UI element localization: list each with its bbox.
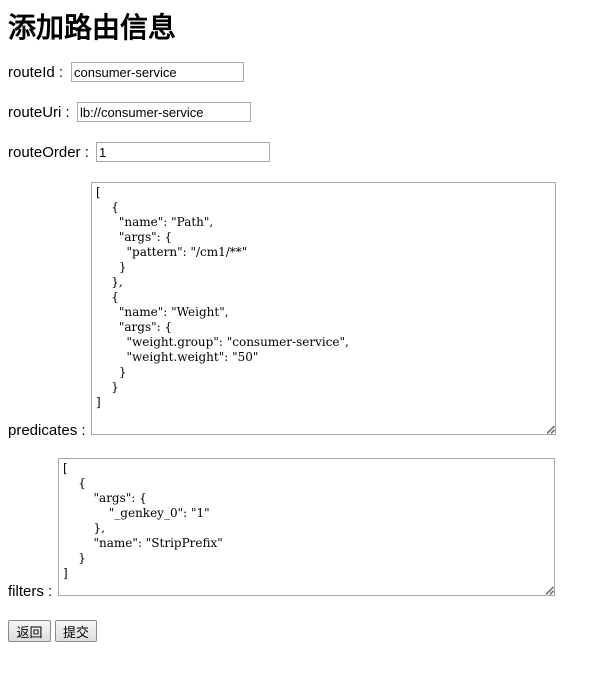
page-title: 添加路由信息 [8, 11, 177, 44]
back-button[interactable]: 返回 [8, 620, 51, 642]
predicates-label: predicates : [8, 422, 86, 439]
route-uri-input[interactable] [77, 102, 251, 122]
route-order-input[interactable] [96, 142, 270, 162]
route-order-label: routeOrder : [8, 144, 89, 161]
route-uri-label: routeUri : [8, 104, 70, 121]
submit-button[interactable]: 提交 [55, 620, 97, 642]
predicates-textarea[interactable] [91, 182, 556, 435]
filters-label: filters : [8, 583, 53, 600]
route-id-input[interactable] [71, 62, 244, 82]
filters-textarea-wrapper [58, 458, 555, 596]
predicates-textarea-wrapper [91, 182, 556, 435]
route-id-label: routeId : [8, 64, 64, 81]
filters-textarea[interactable] [58, 458, 555, 596]
